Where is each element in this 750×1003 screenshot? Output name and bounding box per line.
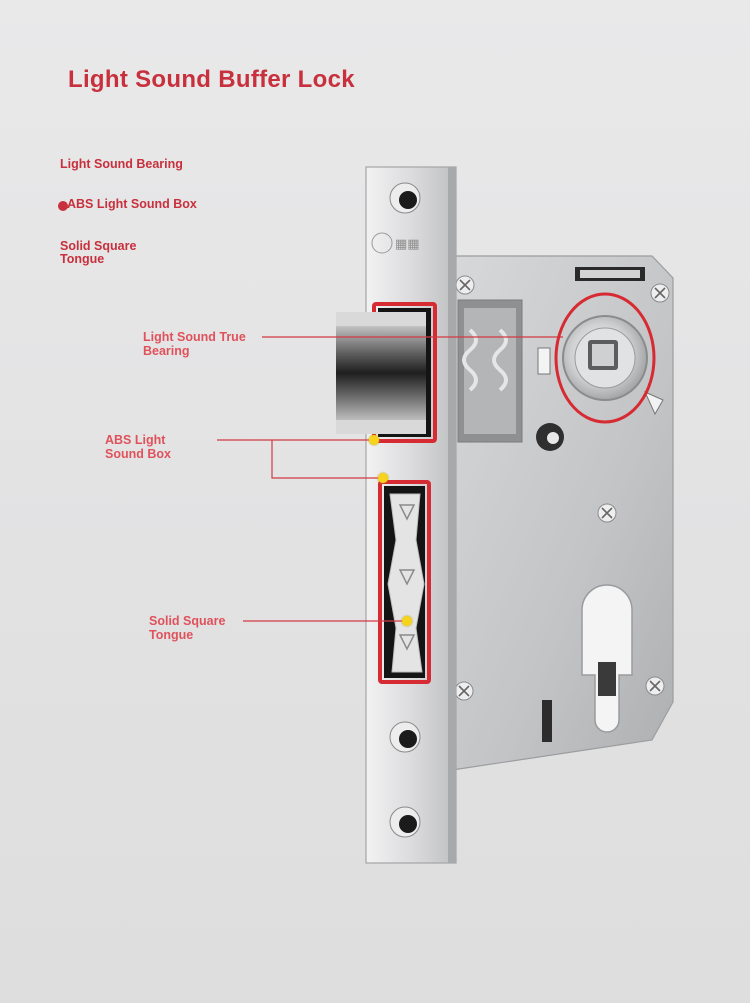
- page-title: Light Sound Buffer Lock: [68, 66, 355, 93]
- marker-dot-plate: [378, 473, 388, 483]
- label-abs-light-sound-box: ABS Light Sound Box: [67, 197, 197, 211]
- cylinder-cutout: [581, 584, 633, 733]
- callout-square-tongue: Solid Square Tongue: [149, 614, 226, 642]
- label-light-sound-bearing: Light Sound Bearing: [60, 157, 183, 171]
- bullet-dot: [58, 201, 68, 211]
- marker-dot-tongue: [402, 616, 412, 626]
- callout-abs-sound-box: ABS Light Sound Box: [105, 433, 171, 461]
- label-solid-square-tongue: Solid Square Tongue: [60, 239, 137, 266]
- tongue-highlight: [378, 480, 431, 684]
- callout-true-bearing: Light Sound True Bearing: [143, 330, 246, 358]
- callout-lines: [217, 336, 563, 622]
- latch-bolt: [336, 312, 426, 434]
- hub-highlight: [554, 292, 656, 424]
- svg-text:▦▦: ▦▦: [395, 237, 420, 252]
- marker-dot-box: [369, 435, 379, 445]
